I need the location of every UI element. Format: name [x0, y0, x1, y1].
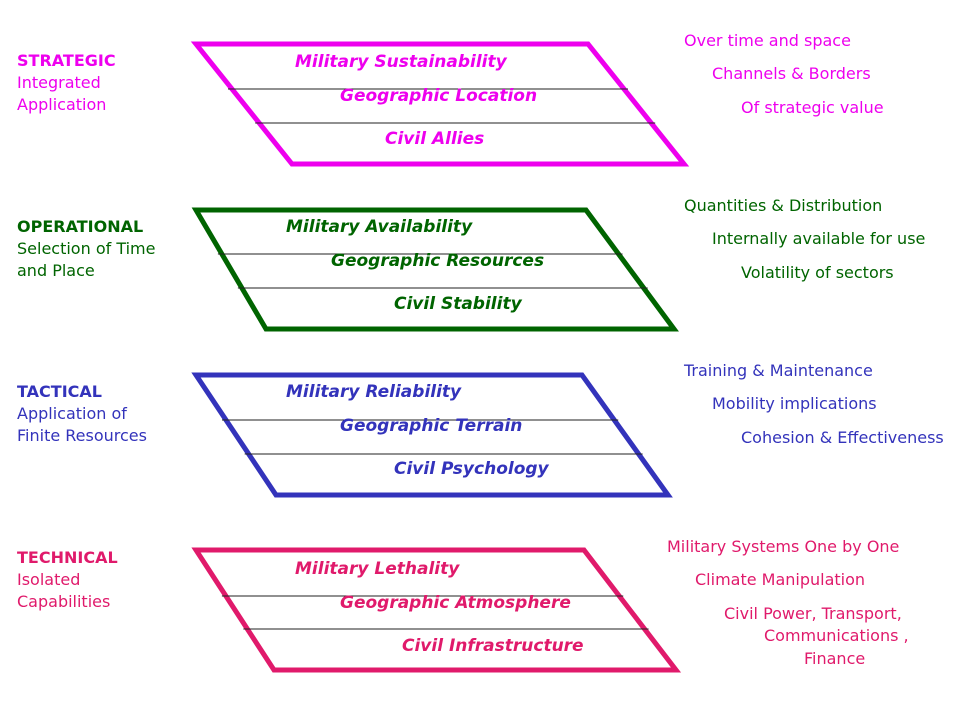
- technical-note-5: Finance: [804, 649, 866, 668]
- technical-row-1: Military Lethality: [295, 559, 460, 579]
- strategic-row-1: Military Sustainability: [295, 52, 507, 72]
- operational-title: OPERATIONAL: [17, 217, 144, 236]
- strategic-note-3: Of strategic value: [741, 98, 884, 117]
- strategic-note-2: Channels & Borders: [712, 64, 871, 83]
- operational-row-2: Geographic Resources: [331, 251, 545, 271]
- strategic-plane: [190, 41, 690, 167]
- strategic-description: Integrated Application: [17, 73, 107, 114]
- strategic-label: STRATEGIC Integrated Application: [17, 50, 116, 116]
- technical-note-4: Communications ,: [764, 626, 909, 645]
- tactical-label: TACTICAL Application of Finite Resources: [17, 381, 147, 447]
- tactical-row-1: Military Reliability: [286, 382, 462, 402]
- technical-row-2: Geographic Atmosphere: [340, 593, 571, 613]
- technical-row-3: Civil Infrastructure: [402, 636, 584, 656]
- tactical-note-1: Training & Maintenance: [684, 361, 873, 380]
- technical-plane: [191, 547, 682, 673]
- tactical-title: TACTICAL: [17, 382, 102, 401]
- tactical-row-2: Geographic Terrain: [340, 416, 523, 436]
- operational-note-3: Volatility of sectors: [741, 263, 894, 282]
- technical-label: TECHNICAL Isolated Capabilities: [17, 547, 118, 613]
- tactical-row-3: Civil Psychology: [394, 459, 549, 479]
- technical-note-2: Climate Manipulation: [695, 570, 866, 589]
- strategic-note-1: Over time and space: [684, 31, 851, 50]
- tactical-note-3: Cohesion & Effectiveness: [741, 428, 944, 447]
- operational-row-1: Military Availability: [286, 217, 473, 237]
- tactical-plane: [191, 372, 673, 498]
- operational-plane: [191, 207, 679, 332]
- strategic-title: STRATEGIC: [17, 51, 116, 70]
- operational-row-3: Civil Stability: [394, 294, 522, 314]
- technical-note-1: Military Systems One by One: [667, 537, 900, 556]
- operational-note-1: Quantities & Distribution: [684, 196, 883, 215]
- strategic-row-2: Geographic Location: [340, 86, 538, 106]
- technical-title: TECHNICAL: [17, 548, 118, 567]
- technical-description: Isolated Capabilities: [17, 570, 111, 611]
- strategic-row-3: Civil Allies: [385, 129, 485, 149]
- operational-note-2: Internally available for use: [712, 229, 926, 248]
- technical-note-3: Civil Power, Transport,: [724, 604, 902, 623]
- operational-label: OPERATIONAL Selection of Time and Place: [17, 216, 155, 282]
- operational-description: Selection of Time and Place: [17, 239, 156, 280]
- tactical-description: Application of Finite Resources: [17, 404, 147, 445]
- tactical-note-2: Mobility implications: [712, 394, 877, 413]
